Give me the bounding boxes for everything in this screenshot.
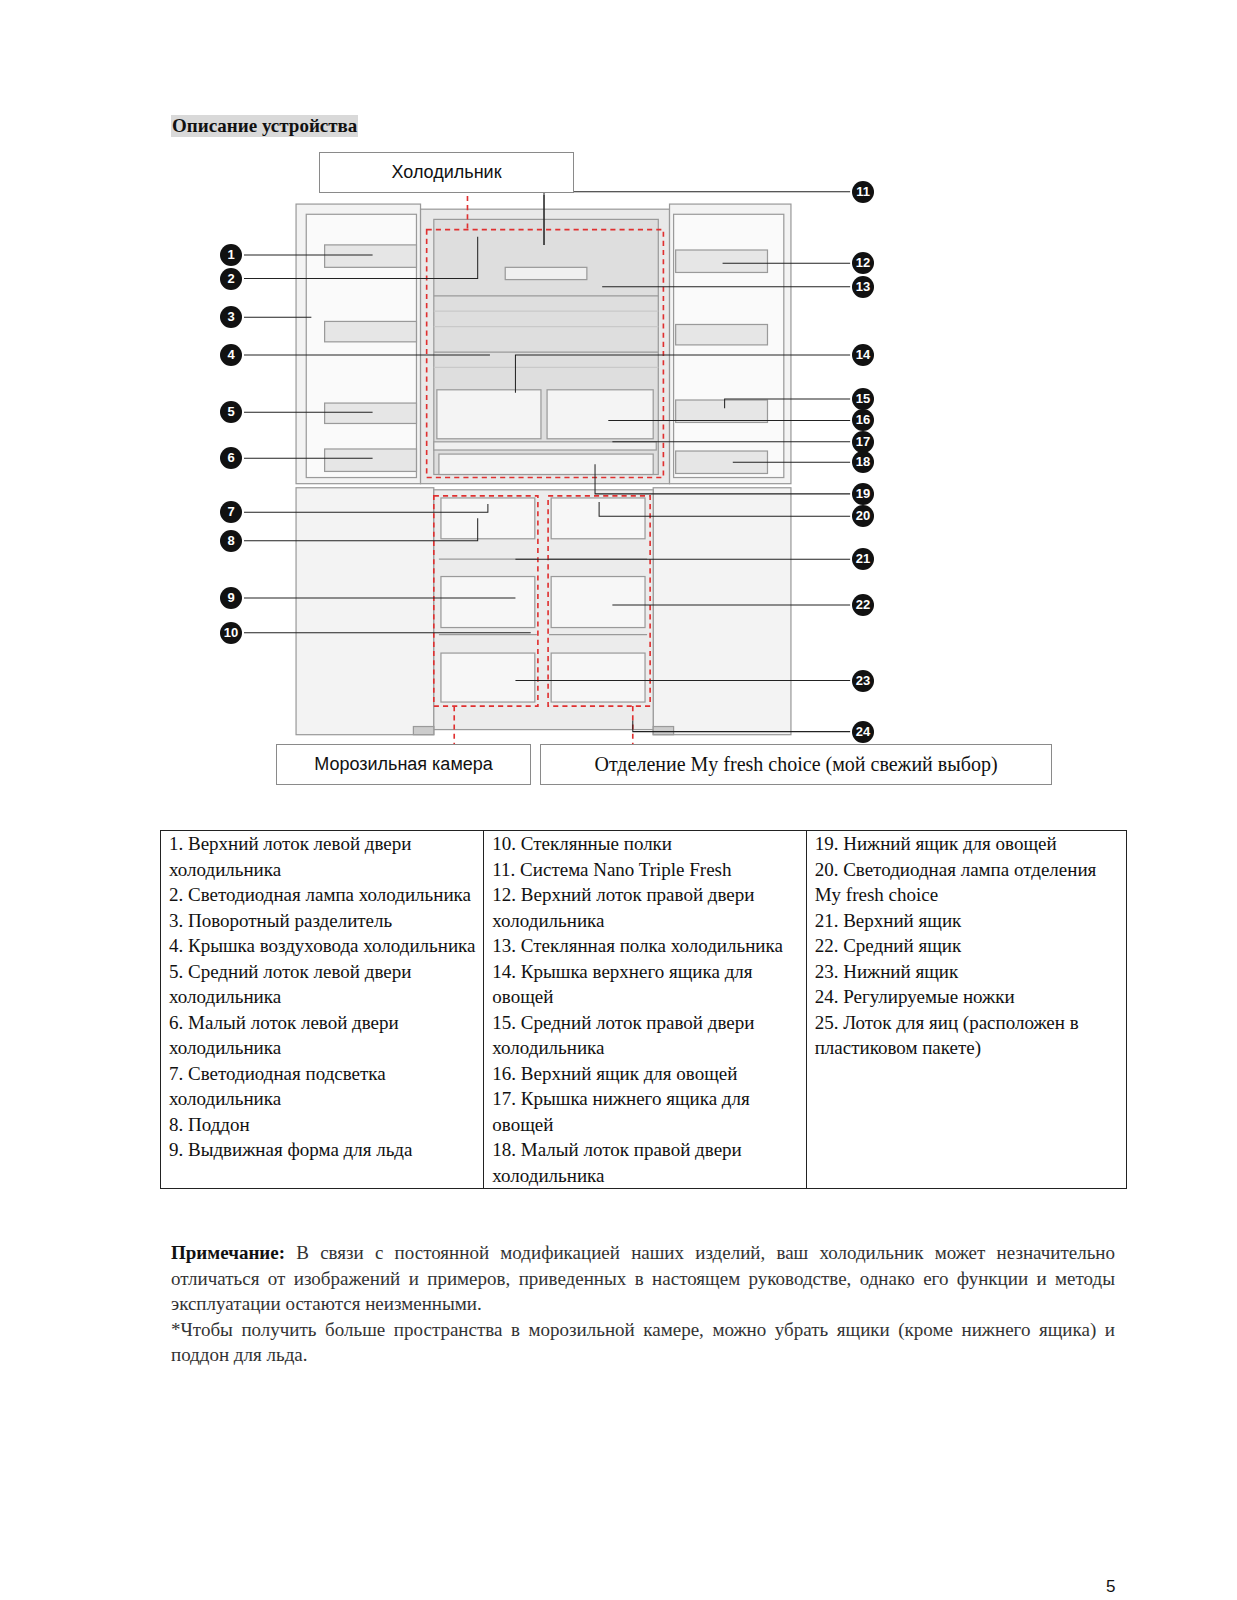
callout-number: 19: [852, 483, 874, 505]
callout-number: 8: [220, 530, 242, 552]
callout-number: 20: [852, 505, 874, 527]
table-cell: 14. Крышка верхнего ящика для овощей: [492, 959, 799, 1010]
callout-number: 21: [852, 548, 874, 570]
table-cell: 22. Средний ящик: [815, 933, 1120, 959]
table-cell: 9. Выдвижная форма для льда: [169, 1137, 477, 1163]
note-text: *Чтобы получить больше пространства в мо…: [171, 1317, 1115, 1368]
box-text: Холодильник: [391, 162, 501, 183]
label-box: Холодильник: [319, 152, 574, 193]
note-heading: Примечание:: [171, 1242, 285, 1263]
table-cell: 19. Нижний ящик для овощей: [815, 831, 1120, 857]
box-text: Отделение My fresh choice (мой свежий вы…: [594, 753, 997, 776]
table-cell: 17. Крышка нижнего ящика для овощей: [492, 1086, 799, 1137]
callout-number: 24: [852, 721, 874, 743]
table-column: 10. Стеклянные полки11. Система Nano Tri…: [483, 831, 805, 1188]
callout-number: 13: [852, 276, 874, 298]
table-column: 1. Верхний лоток левой двери холодильник…: [161, 831, 483, 1188]
table-cell: 20. Светодиодная лампа отделения My fres…: [815, 857, 1120, 908]
callout-number: 5: [220, 401, 242, 423]
callout-number: 11: [852, 181, 874, 203]
callout-number: 15: [852, 388, 874, 410]
callout-number: 7: [220, 501, 242, 523]
table-cell: 24. Регулируемые ножки: [815, 984, 1120, 1010]
note-text: В связи с постоянной модификацией наших …: [171, 1242, 1115, 1314]
callout-number: 3: [220, 306, 242, 328]
table-cell: 8. Поддон: [169, 1112, 477, 1138]
callout-number: 23: [852, 670, 874, 692]
callout-number: 14: [852, 344, 874, 366]
table-cell: 25. Лоток для яиц (расположен в пластико…: [815, 1010, 1120, 1061]
table-cell: 6. Малый лоток левой двери холодильника: [169, 1010, 477, 1061]
callout-number: 1: [220, 244, 242, 266]
callout-number: 9: [220, 587, 242, 609]
page-title: Описание устройства: [171, 115, 358, 137]
table-cell: 1. Верхний лоток левой двери холодильник…: [169, 831, 477, 882]
callout-number: 4: [220, 344, 242, 366]
table-cell: 4. Крышка воздуховода холодильника: [169, 933, 477, 959]
table-cell: 18. Малый лоток правой двери холодильник…: [492, 1137, 799, 1188]
table-cell: 12. Верхний лоток правой двери холодильн…: [492, 882, 799, 933]
table-cell: 11. Система Nano Triple Fresh: [492, 857, 799, 883]
box-text: Морозильная камера: [314, 754, 493, 775]
parts-table: 1. Верхний лоток левой двери холодильник…: [160, 830, 1127, 1189]
callout-number: 17: [852, 431, 874, 453]
label-box: Отделение My fresh choice (мой свежий вы…: [540, 744, 1052, 785]
callout-number: 6: [220, 447, 242, 469]
callout-number: 12: [852, 252, 874, 274]
table-cell: 16. Верхний ящик для овощей: [492, 1061, 799, 1087]
table-cell: 2. Светодиодная лампа холодильника: [169, 882, 477, 908]
page-number: 5: [1106, 1577, 1115, 1597]
table-cell: 7. Светодиодная подсветка холодильника: [169, 1061, 477, 1112]
callout-number: 16: [852, 409, 874, 431]
table-cell: 10. Стеклянные полки: [492, 831, 799, 857]
callout-number: 22: [852, 594, 874, 616]
label-box: Морозильная камера: [276, 744, 531, 785]
table-cell: 21. Верхний ящик: [815, 908, 1120, 934]
callout-number: 18: [852, 451, 874, 473]
table-cell: 13. Стеклянная полка холодильника: [492, 933, 799, 959]
note-paragraph: Примечание: В связи с постоянной модифик…: [171, 1240, 1115, 1368]
table-column: 19. Нижний ящик для овощей20. Светодиодн…: [806, 831, 1126, 1188]
table-cell: 3. Поворотный разделитель: [169, 908, 477, 934]
callout-number: 2: [220, 268, 242, 290]
callout-number: 10: [220, 622, 242, 644]
table-cell: 5. Средний лоток левой двери холодильник…: [169, 959, 477, 1010]
table-cell: 15. Средний лоток правой двери холодильн…: [492, 1010, 799, 1061]
table-cell: 23. Нижний ящик: [815, 959, 1120, 985]
